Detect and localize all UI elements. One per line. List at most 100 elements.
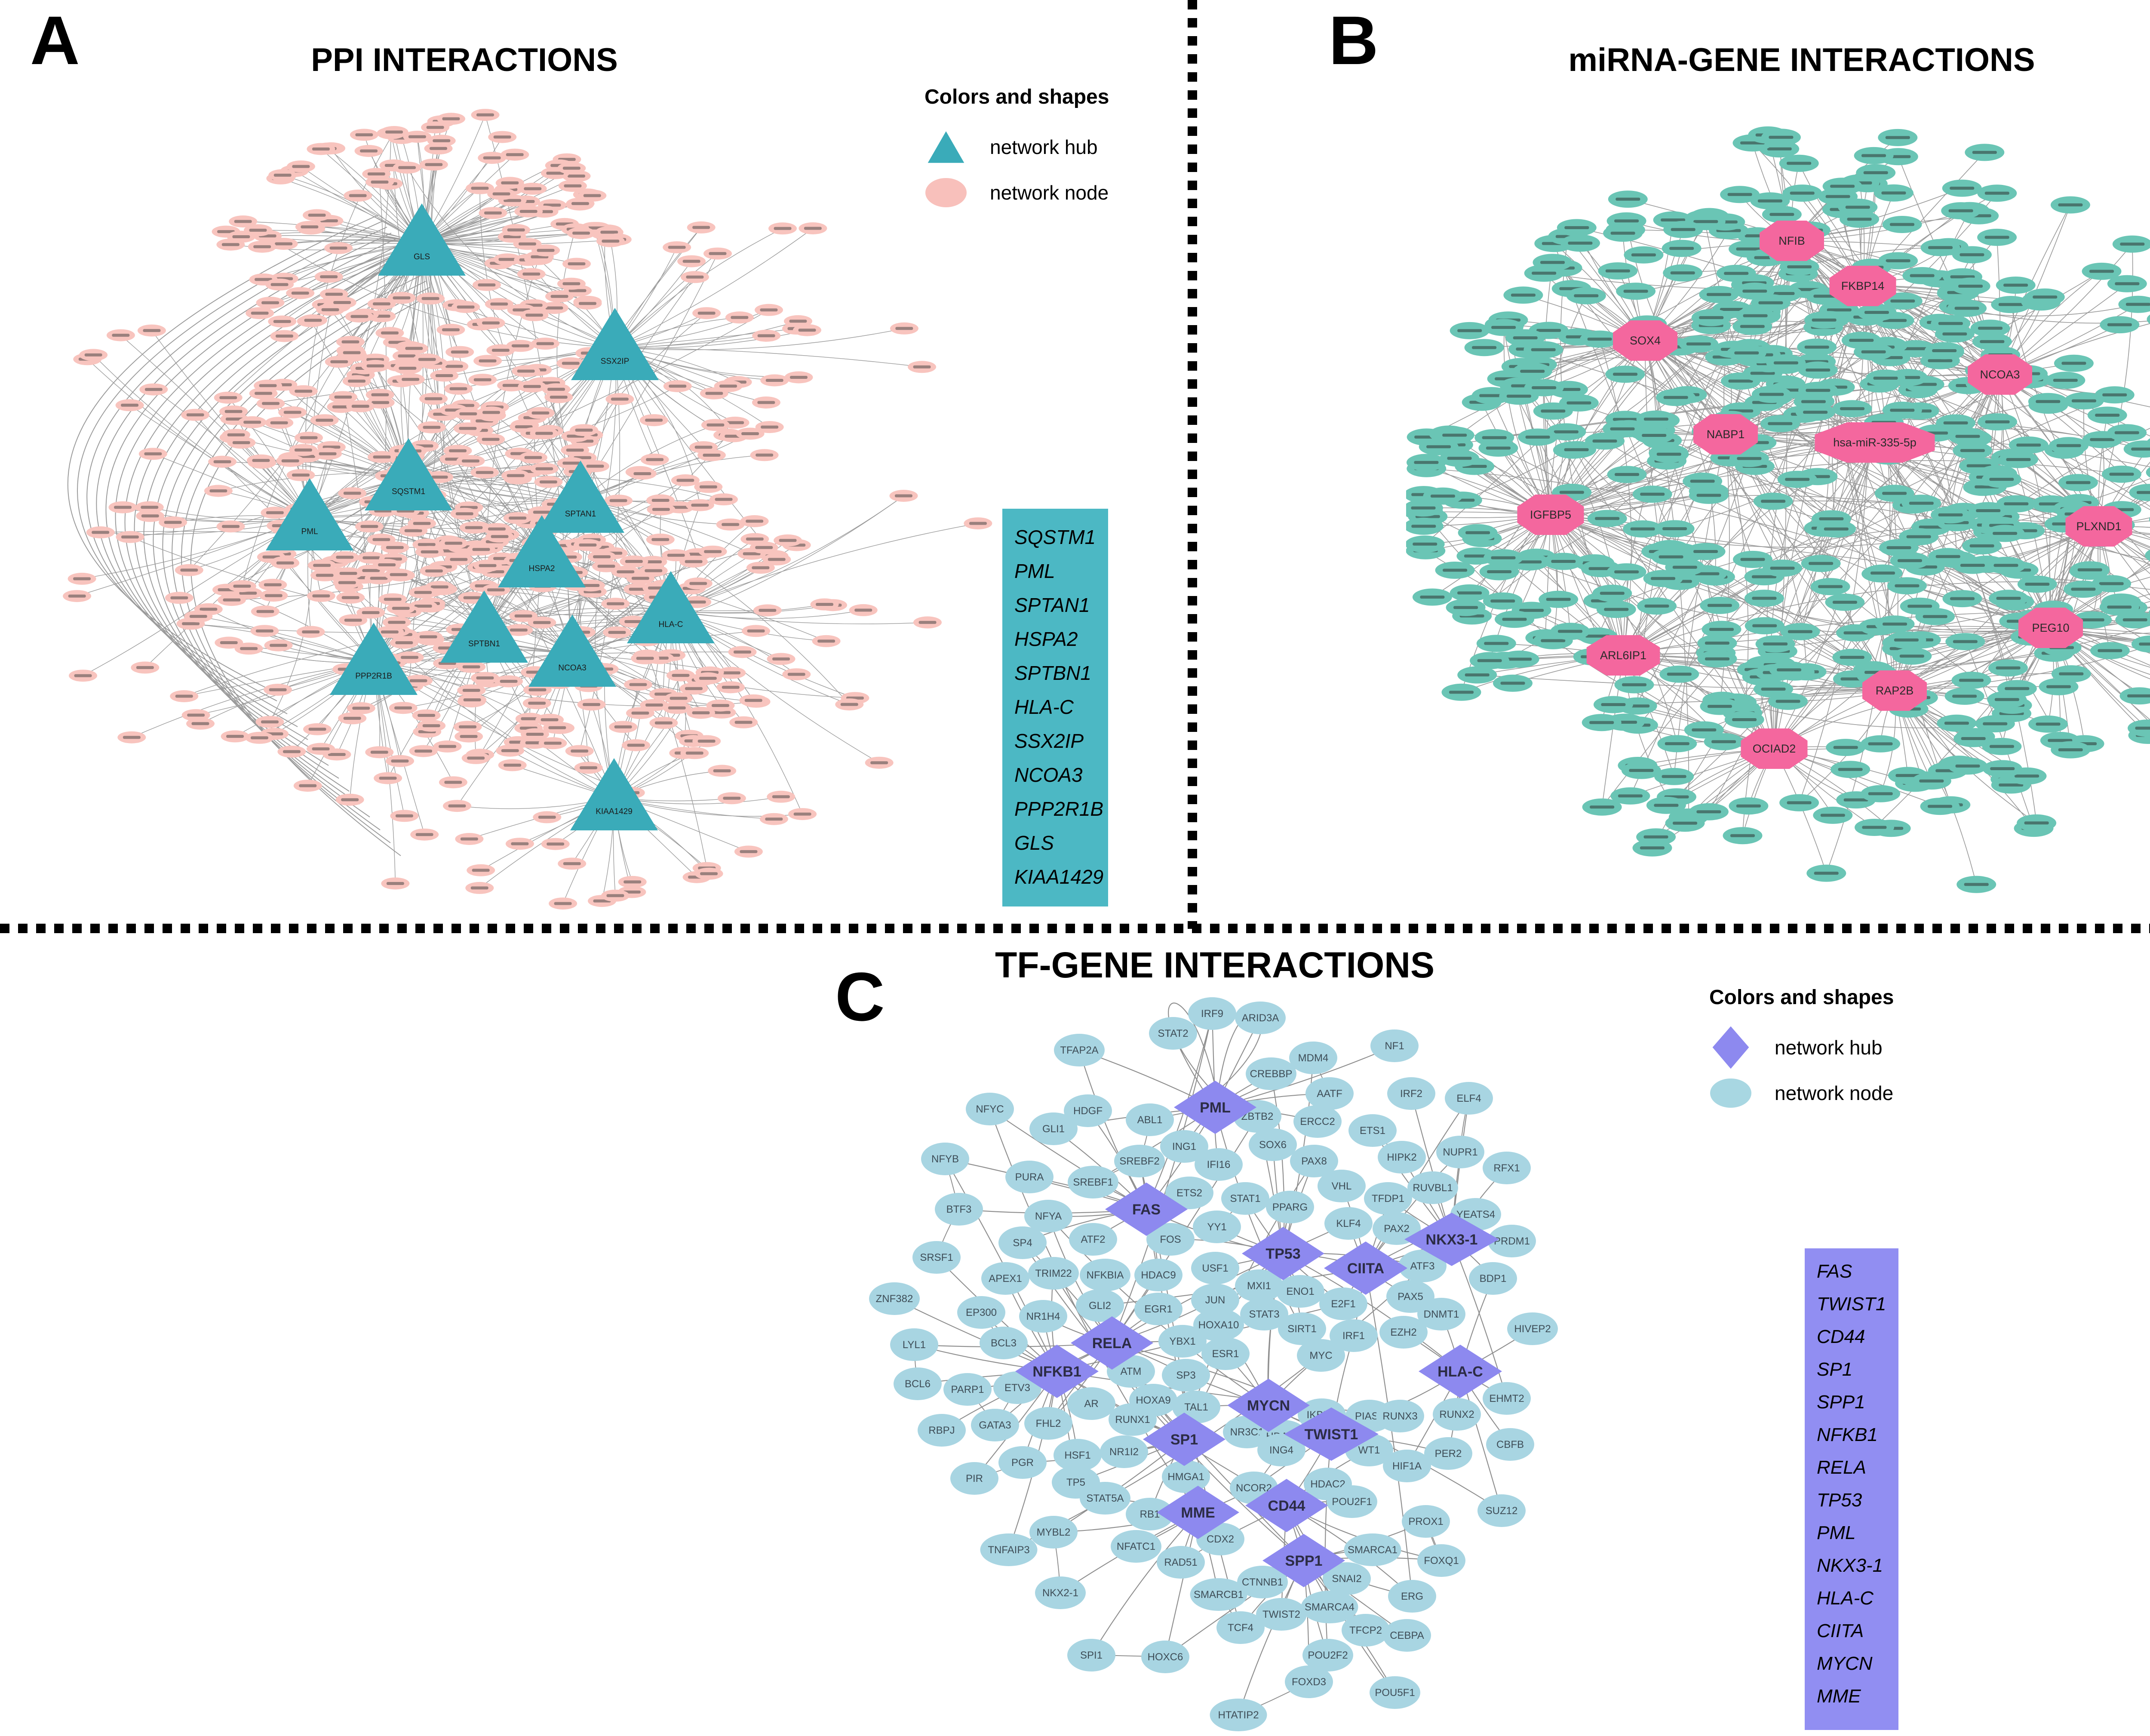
network-node-label: ERCC2 (1300, 1116, 1335, 1128)
hub-gene-item: SPTBN1 (1014, 661, 1091, 684)
node-label-smudge (1954, 307, 1979, 310)
node-label-smudge (667, 553, 685, 557)
network-node (1134, 1259, 1182, 1291)
node-label-smudge (1651, 577, 1676, 580)
node-label-smudge (734, 721, 752, 724)
node-label-smudge (472, 548, 490, 551)
network-node (1290, 1145, 1338, 1177)
hub-gene-item: NCOA3 (1014, 763, 1083, 786)
node-label-smudge (1895, 774, 1920, 777)
node-label-smudge (1903, 347, 1928, 350)
node-label-smudge (1777, 668, 1802, 672)
network-edge (580, 500, 850, 705)
node-label-smudge (1787, 265, 1812, 268)
node-label-smudge (1707, 604, 1732, 607)
node-label-smudge (1692, 728, 1717, 731)
self-loop-edge (1168, 1002, 1216, 1090)
node-label-smudge (676, 479, 694, 482)
network-hub (1015, 1345, 1099, 1398)
diamond-hub-icon (1709, 1025, 1752, 1070)
network-node (1080, 1259, 1130, 1291)
node-label-smudge (1787, 801, 1812, 805)
node-label-smudge (349, 194, 367, 197)
network-hub (528, 615, 616, 687)
node-label-smudge (1955, 435, 1980, 438)
node-label-smudge (1980, 340, 2005, 343)
node-label-smudge (525, 741, 543, 744)
horizontal-dashed-divider (0, 924, 2150, 933)
node-label-smudge (224, 410, 243, 413)
panel-a-title: PPI INTERACTIONS (311, 42, 618, 78)
node-label-smudge (671, 506, 689, 509)
network-edge (153, 389, 310, 518)
network-edge (1550, 514, 1774, 690)
node-label-smudge (1768, 422, 1793, 425)
node-label-smudge (141, 506, 159, 509)
node-label-smudge (2125, 303, 2150, 306)
node-label-smudge (1847, 218, 1872, 221)
node-label-smudge (462, 665, 480, 669)
network-node-label: NFKBIA (1087, 1269, 1124, 1281)
node-label-smudge (1686, 342, 1711, 346)
node-label-smudge (1758, 301, 1783, 304)
network-node-label: CREBBP (1250, 1068, 1293, 1080)
network-hub-label: PLXND1 (2076, 520, 2121, 533)
node-label-smudge (187, 713, 205, 717)
node-label-smudge (1736, 247, 1761, 251)
node-label-smudge (504, 763, 522, 767)
network-node (971, 1409, 1019, 1441)
node-label-smudge (768, 558, 786, 561)
node-label-smudge (611, 397, 629, 401)
node-label-smudge (2061, 362, 2086, 365)
network-edge (1111, 1013, 1213, 1343)
node-label-smudge (1426, 445, 1451, 449)
node-label-smudge (1999, 784, 2024, 787)
node-label-smudge (614, 725, 632, 728)
node-label-smudge (1994, 698, 2019, 701)
hub-gene-item: KIAA1429 (1014, 865, 1104, 888)
node-label-smudge (545, 306, 563, 310)
node-label-smudge (1643, 418, 1668, 421)
node-label-smudge (1761, 500, 1786, 503)
node-label-smudge (631, 577, 649, 580)
node-label-smudge (713, 711, 731, 714)
network-hub-label: PML (1200, 1100, 1231, 1116)
network-hub (1613, 320, 1677, 361)
node-label-smudge (1972, 151, 1997, 154)
node-label-smudge (321, 308, 339, 311)
network-node (1035, 1576, 1086, 1609)
network-edge (77, 221, 383, 701)
node-label-smudge (426, 126, 444, 129)
node-label-smudge (1882, 492, 1907, 495)
node-label-smudge (2056, 444, 2081, 447)
network-node-label: SMARCB1 (1194, 1589, 1244, 1601)
network-node (921, 1143, 969, 1175)
network-hub (570, 758, 658, 830)
node-label-smudge (413, 522, 431, 525)
ellipse-node-icon (1709, 1070, 1752, 1116)
node-label-smudge (772, 657, 790, 661)
network-node (935, 1193, 983, 1226)
network-hub (1419, 1345, 1502, 1398)
node-label-smudge (533, 510, 551, 514)
node-label-smudge (1806, 389, 1831, 392)
network-node-label: SUZ12 (1486, 1505, 1518, 1517)
legend-row-node: network node (924, 170, 1109, 215)
node-label-smudge (381, 331, 399, 335)
network-node-label: DNMT1 (1424, 1309, 1459, 1320)
network-hub (1227, 1379, 1310, 1432)
node-label-smudge (522, 272, 541, 276)
network-node-label: HDGF (1073, 1105, 1103, 1117)
node-label-smudge (121, 403, 139, 407)
network-node-label: STAT1 (1230, 1193, 1260, 1204)
node-label-smudge (1861, 154, 1886, 157)
node-label-smudge (645, 569, 663, 572)
node-label-smudge (219, 396, 237, 399)
network-node-label: RUVBL1 (1413, 1182, 1453, 1194)
node-label-smudge (1465, 673, 1490, 676)
node-label-smudge (1642, 434, 1667, 437)
node-label-smudge (450, 558, 468, 561)
node-label-smudge (1477, 659, 1502, 662)
node-label-smudge (259, 384, 277, 387)
